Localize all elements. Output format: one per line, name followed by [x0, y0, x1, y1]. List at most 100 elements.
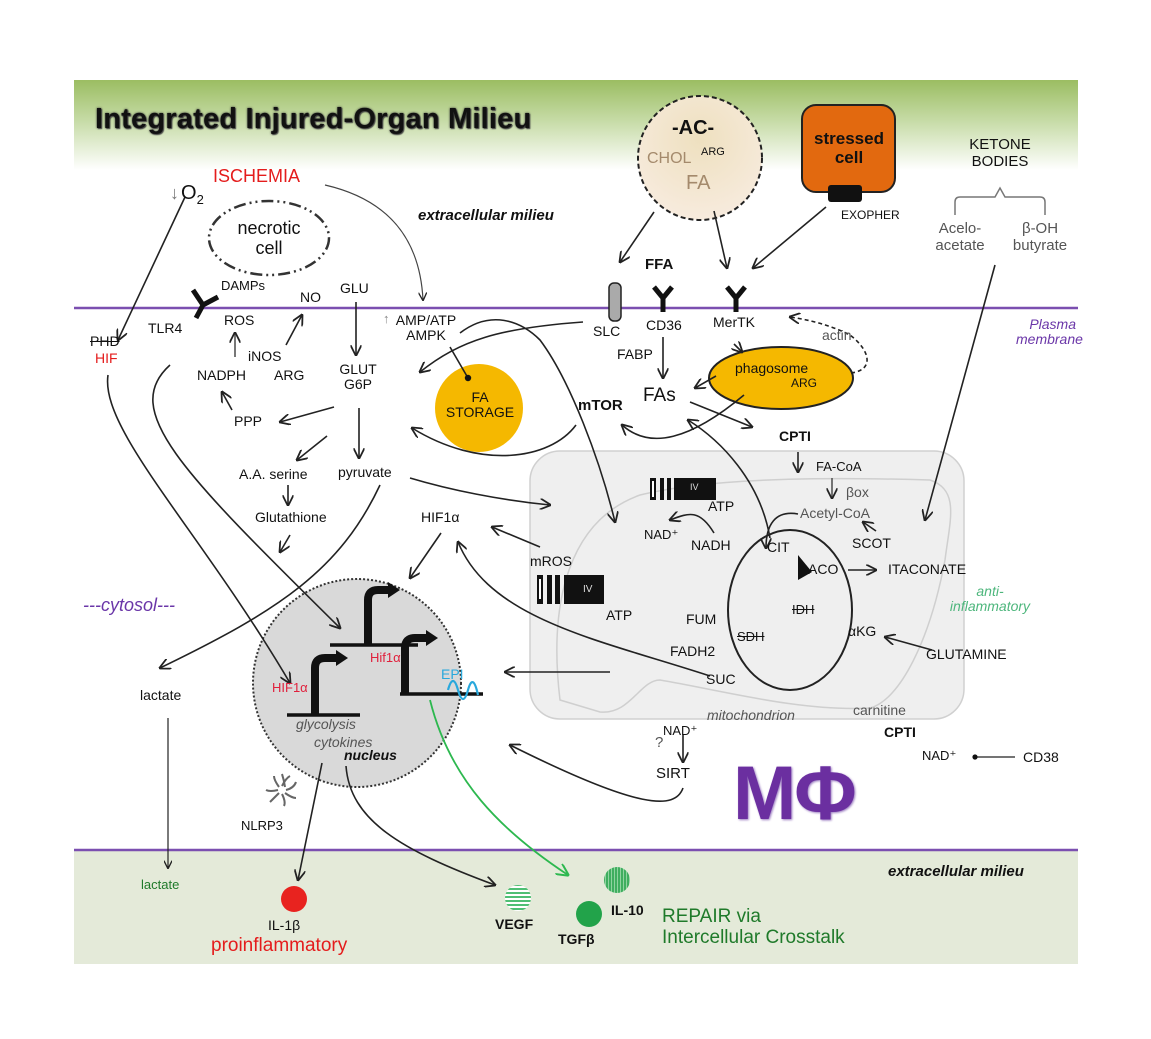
il10-label: IL-10 [611, 902, 644, 918]
ppp-label: PPP [234, 413, 263, 429]
stressed-line2: cell [834, 147, 864, 167]
arrow-nucleus-to-il1b [298, 762, 323, 880]
mertk-label: MerTK [713, 314, 755, 330]
hif1a-lower-gene-label: HIF1α [272, 680, 308, 695]
hif-label: HIF [95, 350, 118, 366]
arrow-ischemia-to-amp [324, 184, 423, 300]
repair-label: REPAIR via Intercellular Crosstalk [662, 906, 845, 949]
anti-line1: anti- [976, 583, 1004, 599]
necrotic-line2: cell [255, 237, 283, 258]
ros-label: ROS [224, 312, 255, 328]
arrow-glutathione-to-down [280, 534, 291, 552]
cd36-receptor [652, 285, 674, 312]
mros-label: mROS [530, 553, 572, 569]
extracellular-milieu-bottom: extracellular milieu [888, 863, 1024, 880]
glutathione-label: Glutathione [255, 509, 327, 525]
glut-g6p-label: GLUT G6P [336, 361, 380, 393]
ac-arg-label: ARG [701, 146, 725, 158]
anti-inflammatory-label: anti- inflammatory [930, 583, 1050, 615]
cytosol-arg-label: ARG [274, 367, 305, 383]
arrow-g6p-to-ppp [280, 406, 335, 422]
arrow-ampk-to-mito [459, 318, 615, 522]
fabp-label: FABP [617, 346, 653, 362]
amp-ampk-label: AMP/ATP AMPK [390, 312, 462, 344]
arrow-mros-to-hif1a [492, 527, 541, 548]
ampk-label: AMPK [406, 327, 446, 344]
repair-line1: REPAIR via [662, 906, 761, 927]
arrow-ketone-to-scot [925, 264, 996, 520]
atp-lower-label: ATP [606, 607, 633, 623]
fas-label: FAs [643, 385, 676, 406]
complex-iv-lower [537, 575, 604, 604]
ischemia-label: ISCHEMIA [213, 166, 301, 186]
hif1a-upper-gene-label: Hif1α [370, 650, 401, 665]
arrow-pyruvate-to-lactate [160, 484, 381, 668]
arrow-nucleus-to-vegf [345, 765, 495, 885]
akg-label: αKG [848, 623, 877, 639]
arrow-suc-to-hif1a [458, 542, 711, 677]
sdh-label: SDH [737, 629, 765, 644]
fa-storage-line2: STORAGE [445, 404, 515, 421]
g6p-label: G6P [343, 376, 372, 393]
necrotic-cell-label: necrotic cell [226, 218, 312, 259]
arrow-exopher-to-mertk [753, 206, 827, 268]
o2-subscript: 2 [196, 192, 204, 207]
ac-fa-label: FA [686, 172, 711, 194]
arrow-o2-to-phd [118, 196, 186, 340]
idh-label: IDH [792, 602, 815, 617]
arrow-epi-to-repair [429, 699, 568, 875]
promoter-epi [400, 630, 483, 696]
necrotic-line1: necrotic [237, 218, 301, 238]
tgfb-molecule [576, 901, 602, 927]
o2-down-arrow: ↓ [170, 183, 179, 203]
cit-label: CIT [767, 539, 790, 555]
pathway-arrows [106, 184, 1015, 885]
arrow-g6p-to-serine [297, 435, 328, 460]
tca-cycle [727, 529, 853, 691]
tca-cycle-arrowhead [798, 555, 812, 580]
suc-label: SUC [706, 671, 736, 687]
proinflammatory-label: proinflammatory [211, 935, 348, 956]
header-band [74, 80, 1078, 170]
tgfb-label: TGFβ [558, 931, 595, 947]
exopher-label: EXOPHER [841, 208, 900, 222]
fum-label: FUM [686, 611, 717, 627]
arrow-glutamine-to-akg [885, 637, 933, 651]
vegf-molecule [505, 885, 531, 911]
arrow-mertk-to-phagosome [734, 344, 742, 352]
phagosome-label: phagosome [735, 360, 809, 376]
arrow-nadh-to-nad [670, 514, 715, 534]
nlrp3-inflammasome-icon [265, 773, 297, 807]
acetoacetate-line1: Acelo- [938, 220, 982, 237]
cd36-label: CD36 [646, 317, 682, 333]
arrow-ampk-to-fastorage [449, 346, 472, 382]
chol-label: CHOL [647, 150, 692, 167]
atp-upper-label: ATP [708, 498, 735, 514]
nucleus [252, 578, 462, 788]
hif1a-label: HIF1α [421, 509, 460, 525]
phd-label: PHD [90, 333, 120, 349]
arrow-pyruvate-to-mito [409, 477, 550, 505]
promoter-lower [287, 650, 360, 717]
arrow-ac-to-slc [620, 211, 655, 262]
pyruvate-label: pyruvate [338, 464, 392, 480]
arrow-slc-to-g6p [420, 321, 584, 372]
nlrp3-label: NLRP3 [241, 818, 283, 833]
scot-label: SCOT [852, 535, 891, 551]
cpti-label: CPTI [779, 428, 811, 444]
arrow-ppp-to-nadph [222, 392, 233, 411]
extracellular-milieu-top: extracellular milieu [418, 207, 554, 224]
arrow-mtor-fas-link [622, 394, 745, 440]
arrow-hif-to-nucleus [106, 374, 290, 683]
arrow-acetylcoa-to-cit [766, 512, 799, 548]
il10-molecule [604, 867, 630, 893]
actin-label: actin [822, 327, 852, 343]
fa-storage-droplet [435, 364, 523, 452]
arrow-ac-to-mertk [713, 210, 727, 268]
amp-atp-label: AMP/ATP [395, 312, 457, 328]
necrotic-cell [207, 199, 331, 277]
repair-line2: Intercellular Crosstalk [662, 926, 845, 948]
apoptotic-cell [637, 95, 763, 221]
